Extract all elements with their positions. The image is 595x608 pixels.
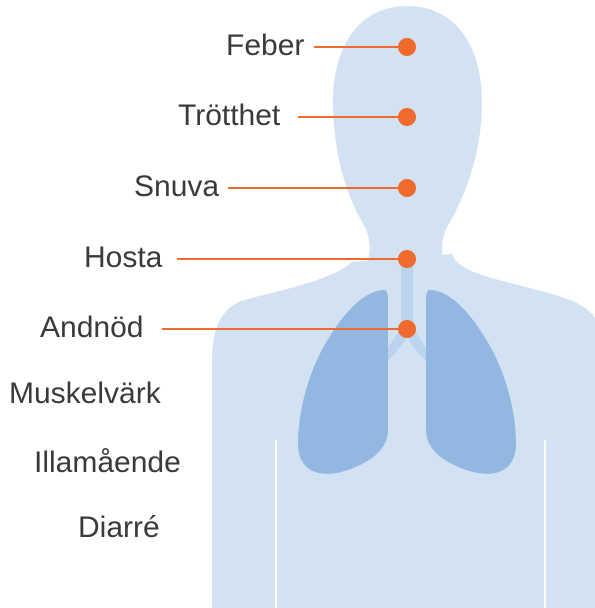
marker-dot-feber	[398, 38, 416, 56]
connector-line-trotthet	[298, 116, 407, 118]
marker-dot-andnod	[398, 320, 416, 338]
marker-dot-trotthet	[398, 108, 416, 126]
connector-line-andnod	[162, 328, 407, 330]
symptom-label-andnod: Andnöd	[40, 313, 143, 343]
marker-dot-hosta	[398, 250, 416, 268]
connector-line-feber	[314, 46, 407, 48]
symptom-label-feber: Feber	[226, 31, 304, 61]
symptom-label-snuva: Snuva	[134, 172, 219, 202]
connector-line-snuva	[228, 187, 407, 189]
connector-line-hosta	[177, 258, 407, 260]
symptom-label-diarre: Diarré	[78, 513, 160, 543]
marker-dot-snuva	[398, 179, 416, 197]
symptom-label-illamaende: Illamående	[34, 448, 181, 478]
symptom-label-muskelvark: Muskelvärk	[9, 379, 161, 409]
symptom-label-hosta: Hosta	[84, 243, 162, 273]
symptom-label-trotthet: Trötthet	[178, 101, 280, 131]
